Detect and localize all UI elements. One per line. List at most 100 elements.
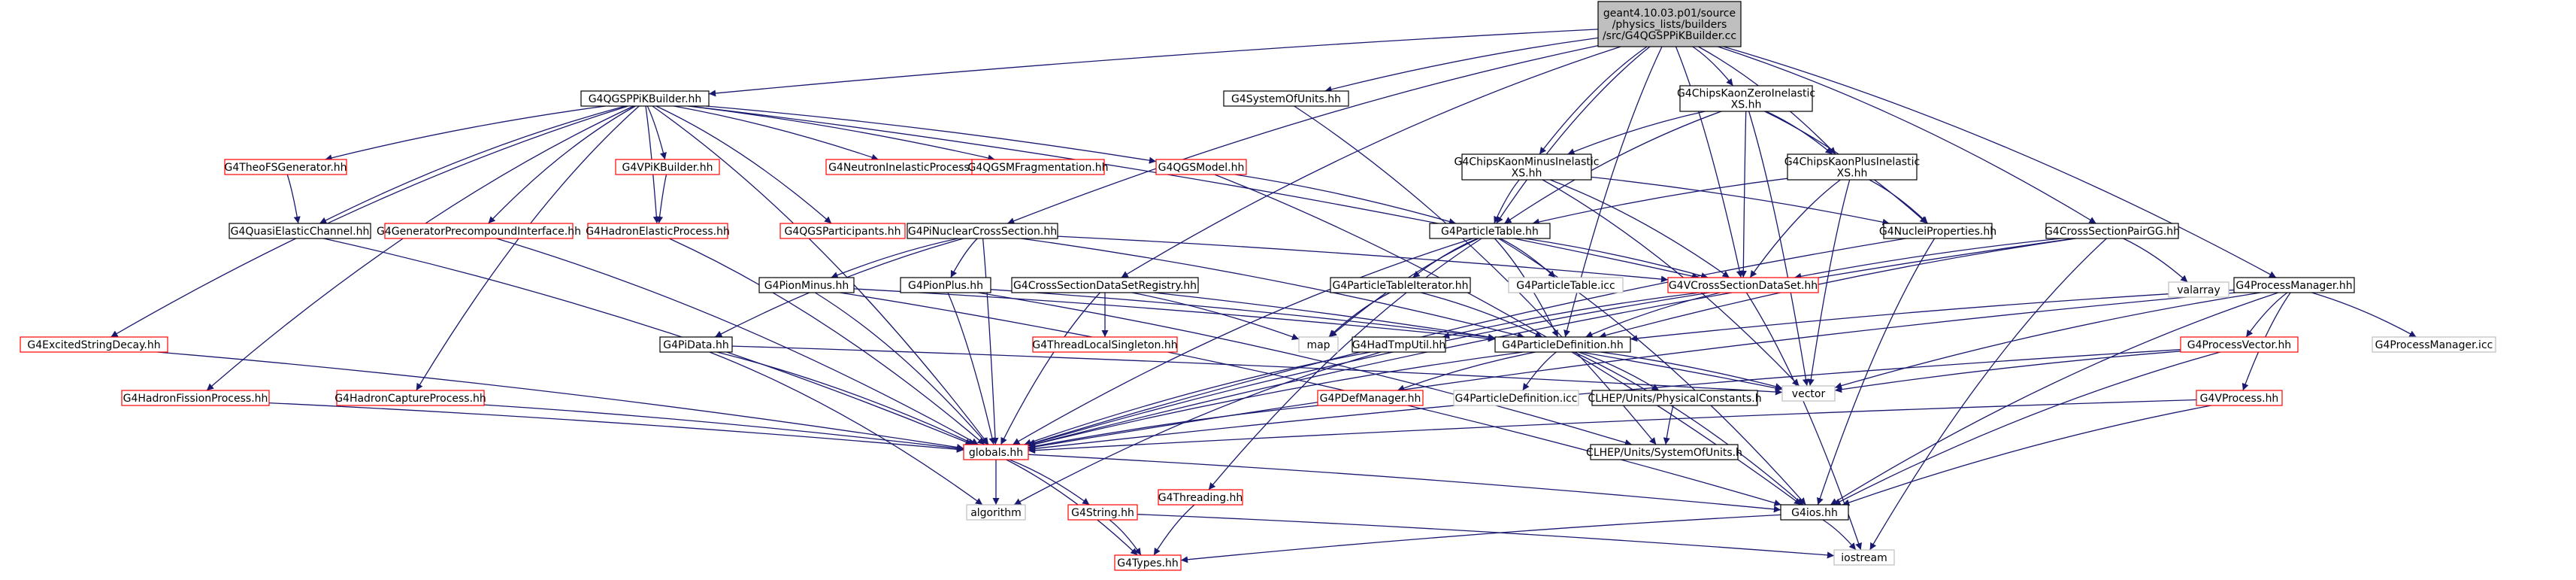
node-theofsgenerator[interactable]: G4TheoFSGenerator.hh <box>224 159 347 175</box>
node-valarray[interactable]: valarray <box>2168 281 2229 298</box>
node-pidata[interactable]: G4PiData.hh <box>659 336 733 353</box>
node-box <box>587 223 728 239</box>
node-pdefmanager[interactable]: G4PDefManager.hh <box>1317 390 1424 406</box>
include-edge-hadtmputil-to-globals <box>1024 351 1371 446</box>
node-particledefinition-icc[interactable]: G4ParticleDefinition.icc <box>1453 390 1579 406</box>
node-globals[interactable]: globals.hh <box>963 444 1029 460</box>
node-box <box>966 504 1026 521</box>
include-edge-processvector-to-g4ios <box>1833 351 2220 506</box>
include-edge-vpikbuilder-to-hadronelastic <box>656 174 667 224</box>
node-crosssectionpairgg[interactable]: G4CrossSectionPairGG.hh <box>2045 223 2180 239</box>
node-hadronfission[interactable]: G4HadronFissionProcess.hh <box>121 390 270 406</box>
node-hadtmputil[interactable]: G4HadTmpUtil.hh <box>1352 336 1446 353</box>
node-particletable-icc[interactable]: G4ParticleTable.icc <box>1508 277 1624 293</box>
node-label: G4QGSModel.hh <box>1158 162 1245 174</box>
include-edge-pinuclearxs-to-particledefinition <box>1021 238 1525 339</box>
include-edge-pionminus-to-globals <box>815 292 988 445</box>
node-label: G4ProcessVector.hh <box>2187 339 2291 351</box>
node-threading[interactable]: G4Threading.hh <box>1158 489 1243 506</box>
include-edge-hadronfission-to-globals <box>268 402 964 453</box>
node-box <box>384 223 574 239</box>
include-edge-qgsppikbuilder_hh-to-quasielastic <box>319 105 626 224</box>
include-edge-processmanager-to-particledefinition <box>1630 289 2235 342</box>
include-edge-root-to-crosssectionpairgg <box>1718 46 2096 224</box>
node-nucleiproperties[interactable]: G4NucleiProperties.hh <box>1879 223 1996 239</box>
node-label: G4ParticleTable.hh <box>1441 226 1539 238</box>
include-edge-pionminus-to-g4ios <box>840 292 1781 506</box>
node-physicalconstants[interactable]: CLHEP/Units/PhysicalConstants.h <box>1588 390 1762 406</box>
include-edge-qgsppikbuilder_hh-to-globals <box>652 105 989 445</box>
node-neutroninelastic[interactable]: G4NeutronInelasticProcess.hh <box>825 159 989 175</box>
node-qgsparticipants[interactable]: G4QGSParticipants.hh <box>779 223 906 239</box>
node-box <box>1781 385 1836 402</box>
include-edge-particletable-to-particletableiterator <box>1412 238 1478 278</box>
include-edge-particletableiterator-to-particledefinition <box>1421 292 1542 338</box>
node-quasielastic[interactable]: G4QuasiElasticChannel.hh <box>229 223 371 239</box>
include-edge-processmanager-to-processmanager_icc <box>2311 292 2417 338</box>
node-hadroncapture[interactable]: G4HadronCaptureProcess.hh <box>334 390 486 406</box>
include-edge-hadtmputil-to-algorithm <box>1013 351 1382 506</box>
include-edge-g4string-to-iostream <box>1137 514 1835 559</box>
node-label: G4QGSMFragmentation.hh <box>967 162 1108 174</box>
node-box <box>1011 277 1199 293</box>
node-particletable[interactable]: G4ParticleTable.hh <box>1429 223 1551 239</box>
node-excitedstringdecay[interactable]: G4ExcitedStringDecay.hh <box>20 336 168 353</box>
node-particletableiterator[interactable]: G4ParticleTableIterator.hh <box>1330 277 1471 293</box>
node-algorithm[interactable]: algorithm <box>966 504 1026 521</box>
node-root[interactable]: geant4.10.03.p01/source/physics_lists/bu… <box>1597 1 1742 47</box>
include-edge-vprocess-to-globals <box>1028 399 2197 454</box>
include-edge-hadronelastic-to-globals <box>669 238 985 445</box>
node-iostream[interactable]: iostream <box>1833 549 1895 566</box>
node-hadronelastic[interactable]: G4HadronElasticProcess.hh <box>586 223 730 239</box>
node-label: XS.hh <box>1512 168 1542 180</box>
node-systemofunits[interactable]: G4SystemOfUnits.hh <box>1223 90 1349 107</box>
node-g4types[interactable]: G4Types.hh <box>1114 554 1182 571</box>
node-processmanager[interactable]: G4ProcessManager.hh <box>2233 277 2355 293</box>
node-processvector[interactable]: G4ProcessVector.hh <box>2180 336 2299 353</box>
node-precompound[interactable]: G4GeneratorPrecompoundInterface.hh <box>377 223 581 239</box>
node-box <box>2180 336 2299 353</box>
node-label: map <box>1306 339 1330 351</box>
node-vprocess[interactable]: G4VProcess.hh <box>2196 390 2283 406</box>
include-edge-g4string-to-g4types <box>1109 519 1142 556</box>
include-edge-hadroncapture-to-globals <box>483 404 964 452</box>
node-g4string[interactable]: G4String.hh <box>1067 504 1138 521</box>
node-box <box>2372 336 2496 353</box>
node-pionplus[interactable]: G4PionPlus.hh <box>900 277 991 293</box>
node-qgsmodel[interactable]: G4QGSModel.hh <box>1155 159 1247 175</box>
node-map[interactable]: map <box>1298 336 1339 353</box>
node-processmanager-icc[interactable]: G4ProcessManager.icc <box>2372 336 2496 353</box>
node-clhep-systemofunits[interactable]: CLHEP/Units/SystemOfUnits.h <box>1586 444 1742 460</box>
node-box <box>336 390 485 406</box>
node-box <box>20 336 168 353</box>
node-label: XS.hh <box>1837 168 1868 180</box>
node-box <box>1330 277 1471 293</box>
node-qgsmfragmentation[interactable]: G4QGSMFragmentation.hh <box>967 159 1109 175</box>
node-box <box>1429 223 1551 239</box>
include-edge-chipskaonzero-to-chipskaonminus <box>1567 111 1706 155</box>
include-edge-nucleiproperties-to-globals <box>1028 238 1906 446</box>
node-vpikbuilder[interactable]: G4VPiKBuilder.hh <box>615 159 720 175</box>
include-edge-vcrosssectiondataset-to-globals <box>1028 292 1710 447</box>
node-box <box>1298 336 1339 353</box>
include-edge-chipskaonminus-to-nucleiproperties <box>1591 176 1890 226</box>
node-label: globals.hh <box>969 447 1023 459</box>
include-edge-chipskaonzero-to-vcrosssectiondataset <box>1739 111 1747 278</box>
node-g4ios[interactable]: G4ios.hh <box>1780 504 1849 521</box>
node-label: G4ProcessManager.hh <box>2235 280 2352 292</box>
include-edge-excitedstringdecay-to-globals <box>156 351 964 451</box>
node-particledefinition[interactable]: G4ParticleDefinition.hh <box>1494 336 1631 353</box>
node-box <box>121 390 270 406</box>
include-edge-pionminus-to-particledefinition <box>853 288 1496 342</box>
node-threadlocalsingleton[interactable]: G4ThreadLocalSingleton.hh <box>1032 336 1178 353</box>
node-vector[interactable]: vector <box>1781 385 1836 402</box>
node-pinuclearxs[interactable]: G4PiNuclearCrossSection.hh <box>907 223 1058 239</box>
node-box <box>1787 153 1918 181</box>
node-vcrosssectiondataset[interactable]: G4VCrossSectionDataSet.hh <box>1667 277 1819 293</box>
node-qgsppikbuilder-hh[interactable]: G4QGSPPiKBuilder.hh <box>580 90 710 107</box>
node-pionminus[interactable]: G4PionMinus.hh <box>758 277 855 293</box>
node-xsdatasetregistry[interactable]: G4CrossSectionDataSetRegistry.hh <box>1011 277 1199 293</box>
